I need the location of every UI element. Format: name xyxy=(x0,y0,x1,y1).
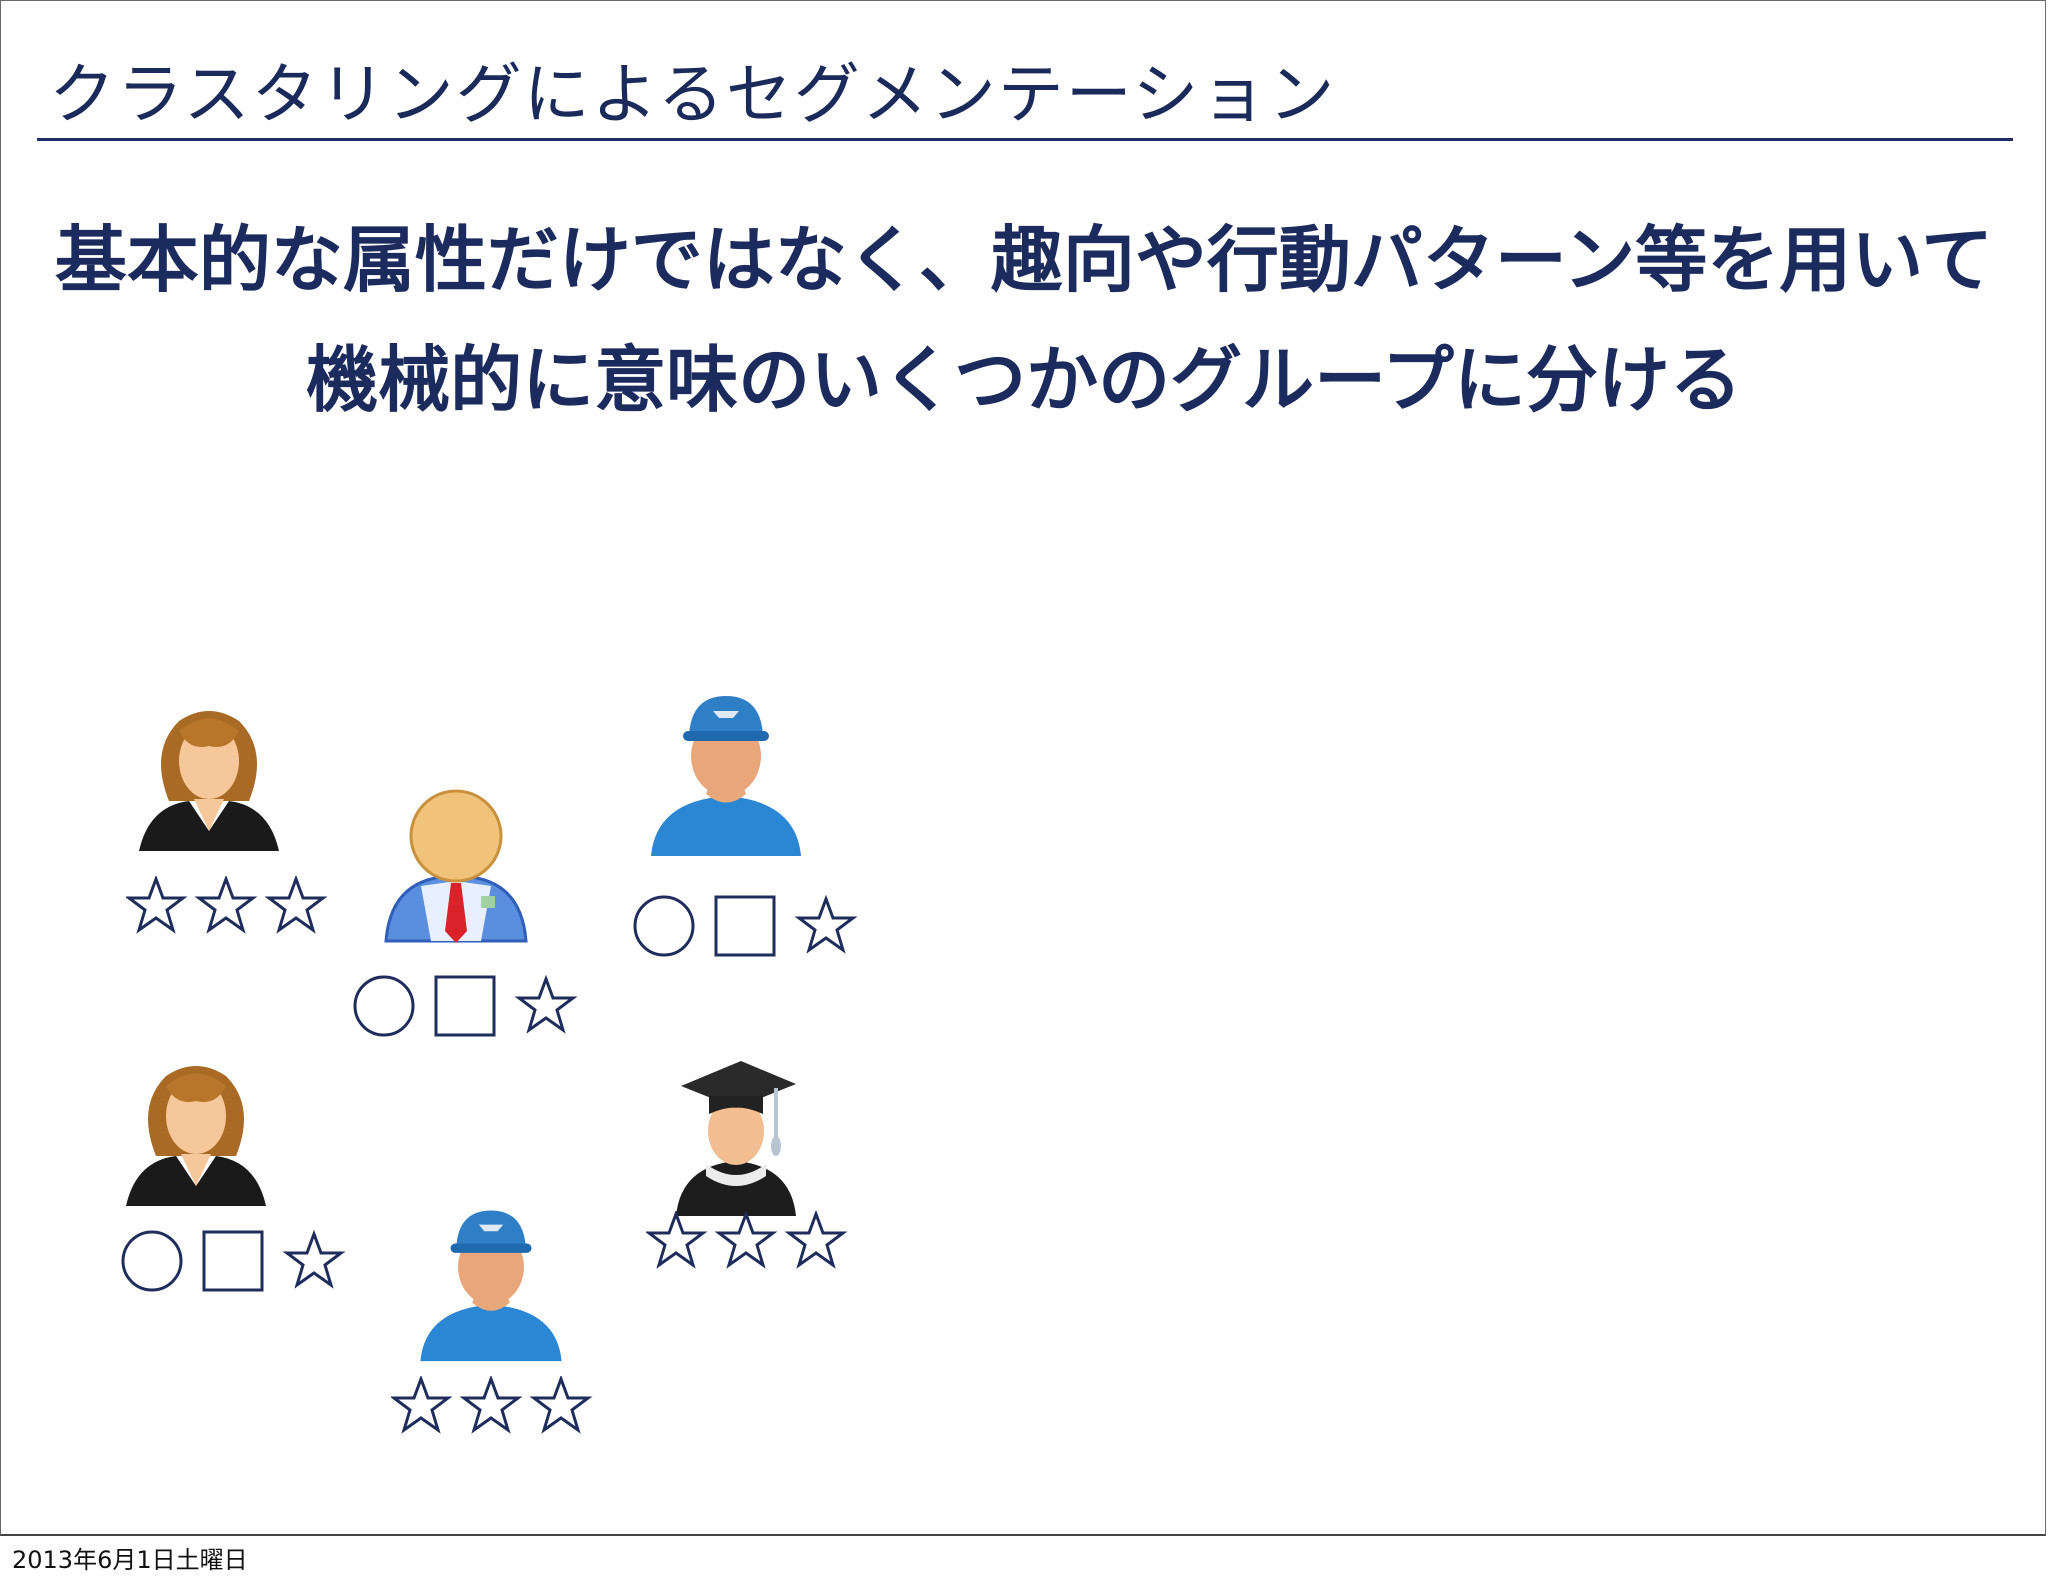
star-icon xyxy=(794,894,858,954)
worker-cap-avatar-icon xyxy=(411,1196,571,1375)
headline-line-2: 機械的に意味のいくつかのグループに分ける xyxy=(306,338,1742,422)
worker-cap-avatar-icon xyxy=(641,686,811,865)
headline-line-1: 基本的な属性だけではなく、趣向や行動パターン等を用いて xyxy=(54,218,1994,302)
slide: クラスタリングによるセグメンテーション 基本的な属性だけではなく、趣向や行動パタ… xyxy=(0,0,2046,1536)
woman-avatar-icon xyxy=(129,691,289,855)
star-icon xyxy=(194,874,258,934)
symbol-row-worker-2 xyxy=(389,1374,601,1440)
star-icon xyxy=(124,874,188,934)
square-icon xyxy=(434,975,496,1037)
circle-icon xyxy=(121,1230,183,1292)
star-icon xyxy=(644,1209,708,1269)
footer-date: 2013年6月1日土曜日 xyxy=(12,1546,248,1574)
symbol-row-woman-2 xyxy=(119,1226,349,1300)
star-icon xyxy=(784,1209,848,1269)
slide-title: クラスタリングによるセグメンテーション xyxy=(49,56,1337,133)
woman-avatar-icon xyxy=(116,1046,276,1210)
title-divider xyxy=(37,138,2013,141)
star-icon xyxy=(514,974,578,1034)
square-icon xyxy=(714,895,776,957)
star-icon xyxy=(714,1209,778,1269)
businessman-avatar-icon xyxy=(381,781,531,955)
star-icon xyxy=(264,874,328,934)
square-icon xyxy=(202,1230,264,1292)
symbol-row-worker-1 xyxy=(631,891,861,965)
star-icon xyxy=(389,1374,453,1434)
symbol-row-woman-1 xyxy=(124,874,336,940)
graduate-avatar-icon xyxy=(671,1046,801,1225)
circle-icon xyxy=(633,895,695,957)
star-icon xyxy=(459,1374,523,1434)
star-icon xyxy=(529,1374,593,1434)
circle-icon xyxy=(353,975,415,1037)
symbol-row-graduate xyxy=(644,1209,856,1275)
star-icon xyxy=(282,1229,346,1289)
symbol-row-businessman xyxy=(351,971,581,1045)
